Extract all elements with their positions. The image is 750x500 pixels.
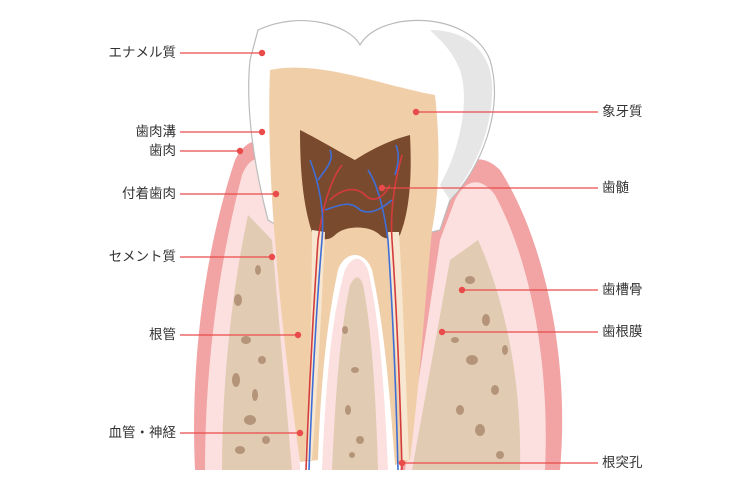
alveolar-bone-right xyxy=(412,240,521,470)
label-periodontal-ligament: 歯根膜 xyxy=(602,324,643,340)
label-root-canal: 根管 xyxy=(149,327,176,343)
leader-dot-vessels-nerves xyxy=(296,429,304,437)
label-gingival-sulcus: 歯肉溝 xyxy=(135,124,177,140)
leader-dot-root-canal xyxy=(294,331,302,339)
label-pulp: 歯髄 xyxy=(602,180,629,196)
leader-dot-apical-foramen xyxy=(398,459,406,467)
bone-pore xyxy=(342,326,348,334)
bone-pore xyxy=(234,294,242,306)
leader-dot-cementum xyxy=(268,253,276,261)
bone-pore xyxy=(244,415,256,425)
bone-pore xyxy=(491,385,499,395)
bone-pore xyxy=(465,276,475,284)
alveolar-bone-left xyxy=(222,215,292,470)
leader-dot-periodontal-ligament xyxy=(438,328,446,336)
bone-pore xyxy=(235,446,245,454)
bone-pore xyxy=(255,265,261,275)
bone-pore xyxy=(456,405,464,415)
bone-pore xyxy=(466,355,478,365)
enamel-shadow xyxy=(430,30,493,200)
bone-pore xyxy=(482,314,490,326)
bone-pore xyxy=(252,389,258,401)
label-cementum: セメント質 xyxy=(108,249,176,265)
bone-pore xyxy=(502,345,508,355)
leader-dot-attached-gingiva xyxy=(272,190,280,198)
bone-pore xyxy=(258,356,266,364)
label-dentin: 象牙質 xyxy=(602,104,643,120)
bone-pore xyxy=(356,436,364,444)
bone-pore xyxy=(351,367,359,373)
leader-dot-pulp xyxy=(378,184,386,192)
label-attached-gingiva: 付着歯肉 xyxy=(122,186,176,202)
leader-lines xyxy=(180,49,598,467)
bone-pore xyxy=(475,424,485,436)
leader-dot-enamel xyxy=(258,49,266,57)
interradicular-bone-core xyxy=(332,277,378,470)
bone-pore xyxy=(241,336,251,344)
bone-pore xyxy=(345,405,351,415)
leader-dot-gingival-sulcus xyxy=(258,128,266,136)
bone-pore xyxy=(349,452,355,458)
leader-dot-alveolar-bone xyxy=(458,286,466,294)
label-alveolar-bone: 歯槽骨 xyxy=(602,282,643,298)
label-apical-foramen: 根突孔 xyxy=(602,455,643,471)
bone-pore xyxy=(232,373,240,387)
bone-pore xyxy=(496,451,504,459)
label-gingiva: 歯肉 xyxy=(149,143,176,159)
leader-dot-dentin xyxy=(412,108,420,116)
bone-pore xyxy=(262,436,270,444)
bone-pores xyxy=(232,265,508,459)
label-vessels-nerves: 血管・神経 xyxy=(108,425,177,441)
leader-dot-gingiva xyxy=(236,147,244,155)
label-enamel: エナメル質 xyxy=(108,45,177,61)
vessels xyxy=(305,144,403,471)
bone-pore xyxy=(451,337,459,343)
